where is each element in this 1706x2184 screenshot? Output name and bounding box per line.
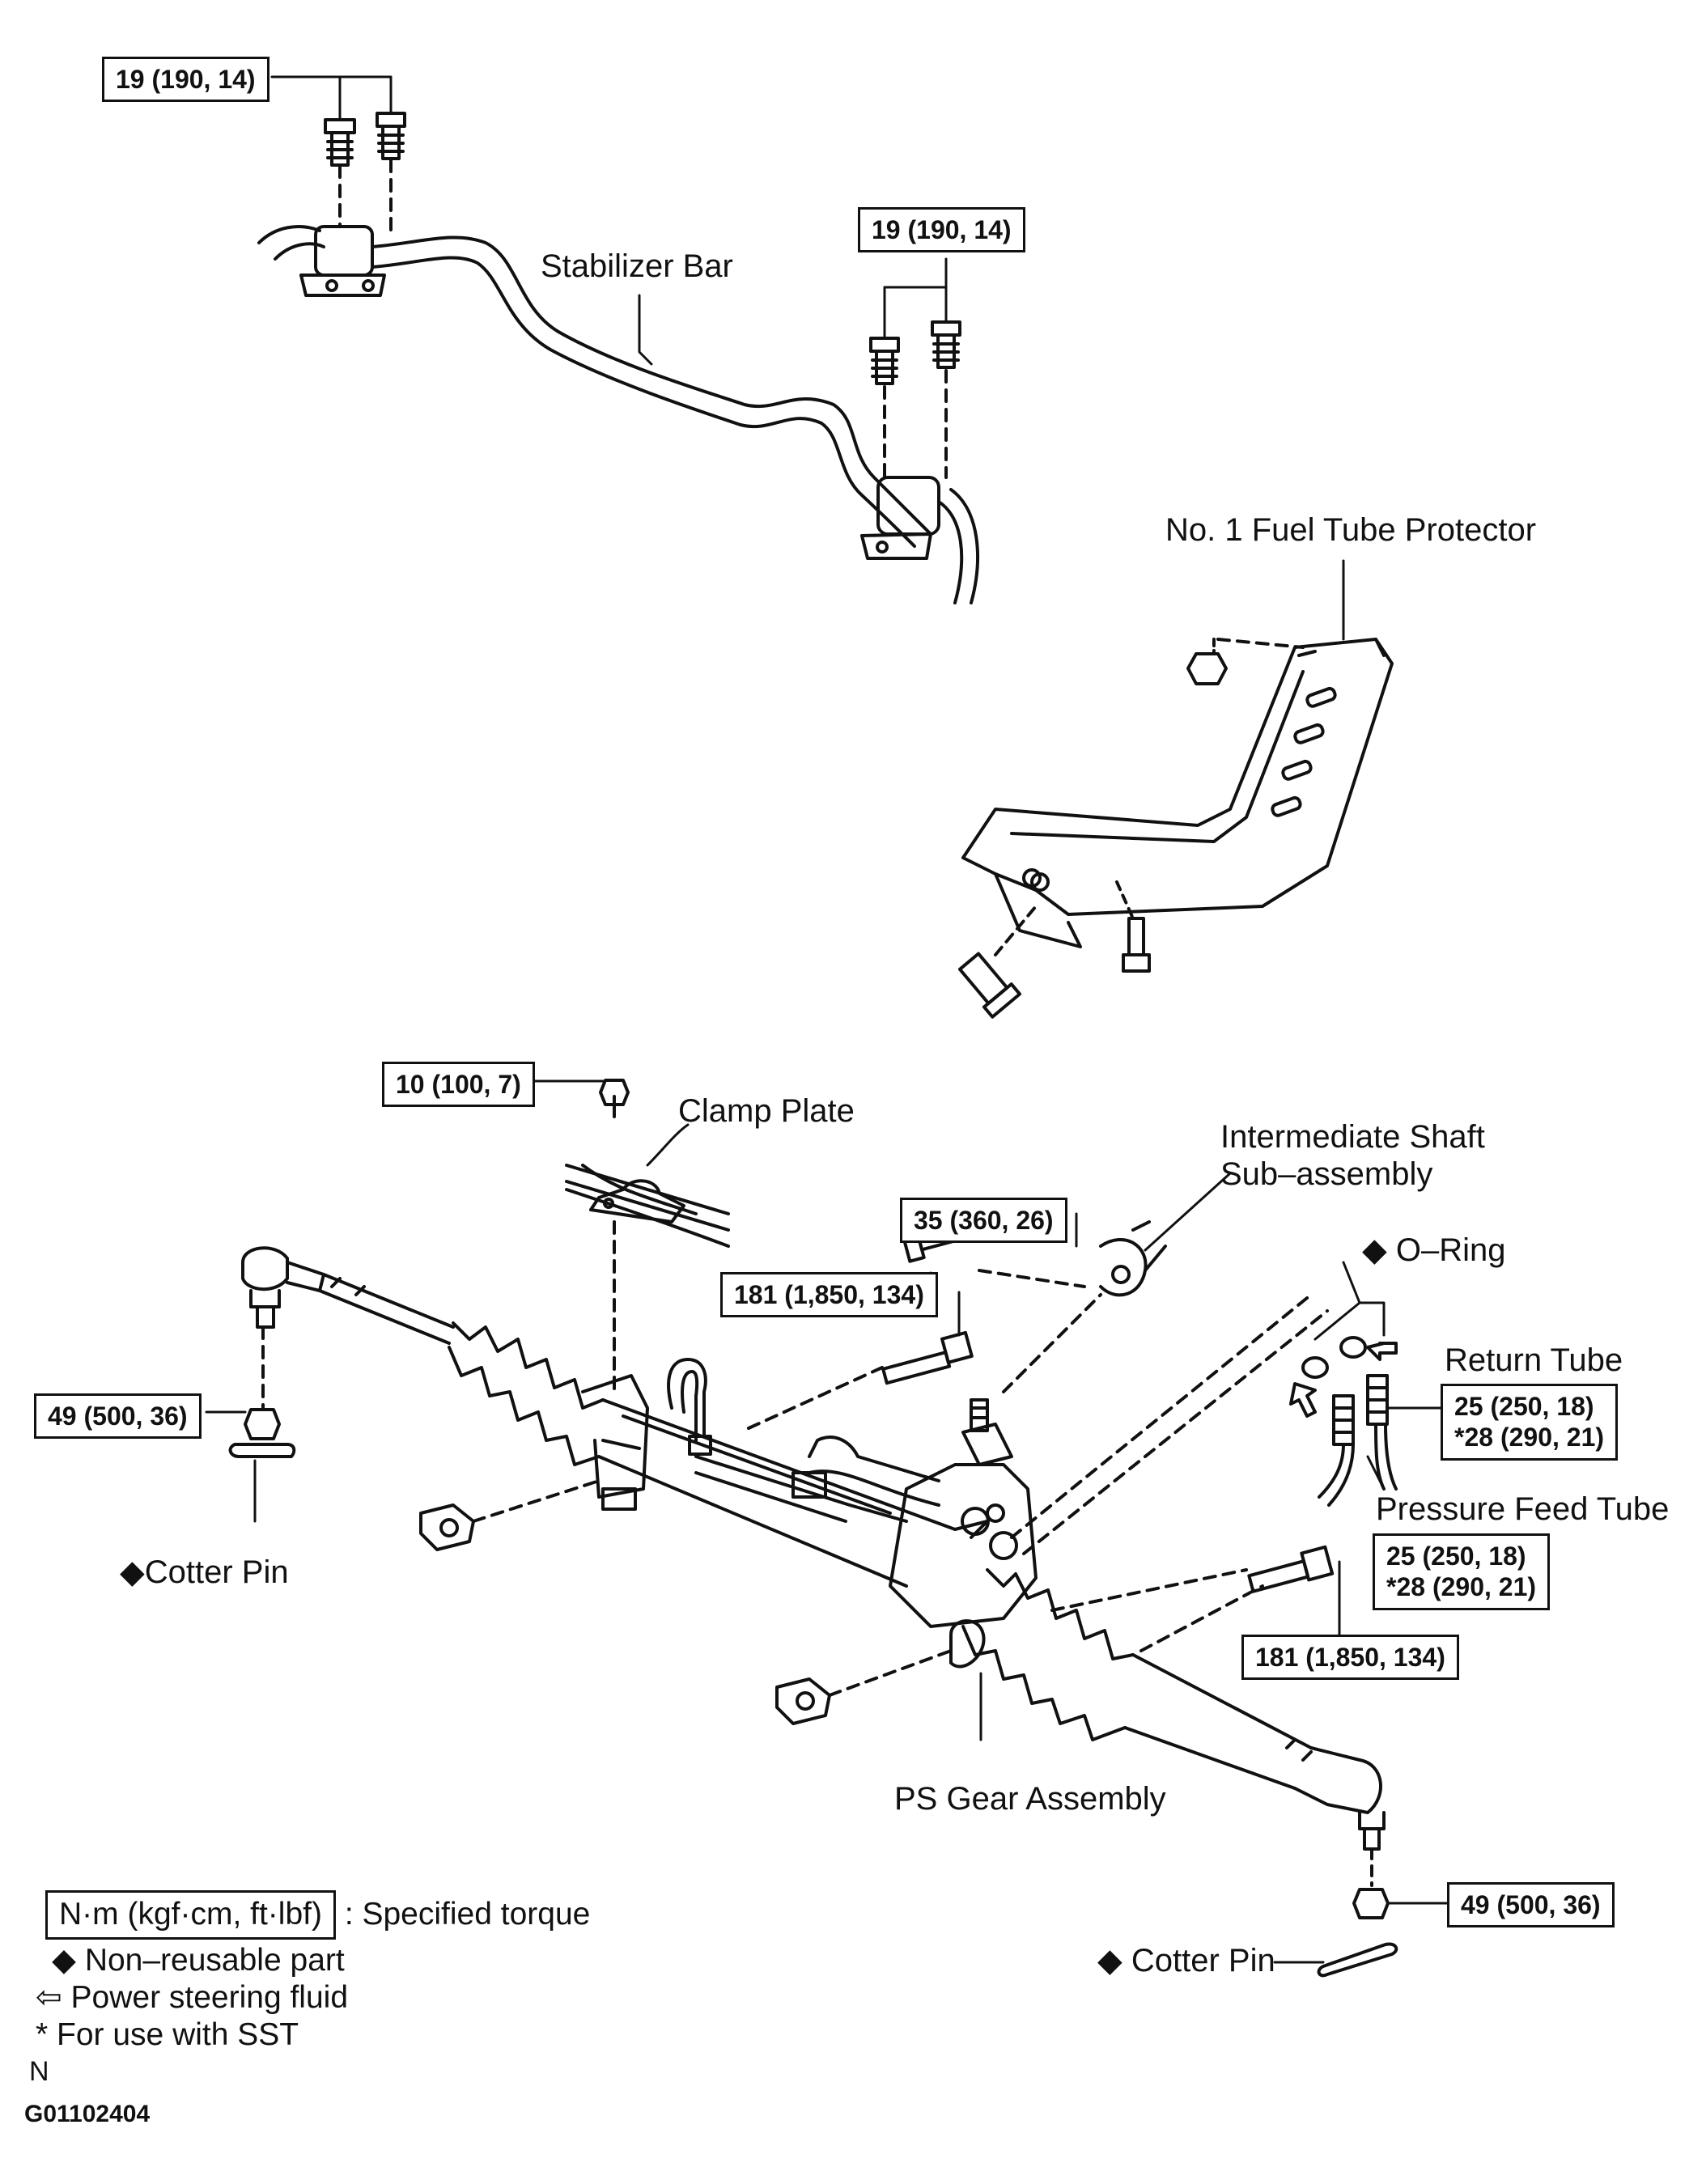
torque-return-tube: 25 (250, 18) *28 (290, 21): [1441, 1384, 1619, 1461]
label-ps-gear-assembly: PS Gear Assembly: [894, 1781, 1166, 1817]
torque-return-tube-line2: *28 (290, 21): [1454, 1423, 1605, 1452]
label-clamp-plate: Clamp Plate: [678, 1093, 855, 1129]
legend-unit-desc: : Specified torque: [344, 1897, 591, 1932]
legend-torque-unit: N·m (kgf·cm, ft·lbf) : Specified torque: [45, 1890, 590, 1940]
torque-shaft-bolt: 35 (360, 26): [900, 1198, 1067, 1244]
torque-pressure-feed-tube-line1: 25 (250, 18): [1386, 1542, 1526, 1571]
torque-return-tube-line1: 25 (250, 18): [1454, 1392, 1594, 1421]
legend-n-mark: N: [29, 2056, 49, 2087]
torque-clamp: 10 (100, 7): [382, 1062, 535, 1108]
torque-gear-bolt-upper: 181 (1,850, 134): [720, 1272, 938, 1318]
fuel-tube-protector: [958, 559, 1394, 1019]
torque-stabilizer-right: 19 (190, 14): [858, 207, 1025, 253]
torque-tie-rod-right: 49 (500, 36): [1447, 1882, 1615, 1928]
torque-stabilizer-left: 19 (190, 14): [102, 57, 269, 103]
label-intermediate-shaft-line1: Intermediate Shaft: [1220, 1119, 1485, 1155]
label-pressure-feed-tube: Pressure Feed Tube: [1376, 1491, 1670, 1527]
label-cotter-pin-left: ◆Cotter Pin: [120, 1554, 289, 1590]
label-return-tube: Return Tube: [1445, 1342, 1623, 1378]
legend-non-reusable: ◆ Non–reusable part: [52, 1943, 345, 1978]
legend-sst: * For use with SST: [36, 2017, 299, 2052]
label-o-ring: ◆ O–Ring: [1362, 1232, 1506, 1268]
torque-tie-rod-left: 49 (500, 36): [34, 1393, 202, 1440]
intermediate-shaft: [1099, 1172, 1232, 1297]
torque-pressure-feed-tube-line2: *28 (290, 21): [1386, 1572, 1537, 1602]
label-cotter-pin-right: ◆ Cotter Pin: [1097, 1943, 1275, 1978]
label-stabilizer-bar: Stabilizer Bar: [541, 248, 733, 284]
label-intermediate-shaft-line2: Sub–assembly: [1220, 1156, 1433, 1192]
legend-ps-fluid: ⇦ Power steering fluid: [36, 1980, 349, 2015]
stabilizer-bar: [257, 112, 979, 604]
torque-pressure-feed-tube: 25 (250, 18) *28 (290, 21): [1373, 1533, 1551, 1610]
cotter-pins: [205, 1212, 1449, 1978]
label-fuel-tube-protector: No. 1 Fuel Tube Protector: [1165, 512, 1537, 548]
torque-gear-bolt-lower: 181 (1,850, 134): [1241, 1635, 1459, 1681]
clamp-plate: [516, 1079, 730, 1393]
ps-gear-assembly: [241, 1228, 1386, 1887]
legend-unit-box: N·m (kgf·cm, ft·lbf): [45, 1890, 336, 1940]
figure-code: G01102404: [24, 2101, 151, 2127]
